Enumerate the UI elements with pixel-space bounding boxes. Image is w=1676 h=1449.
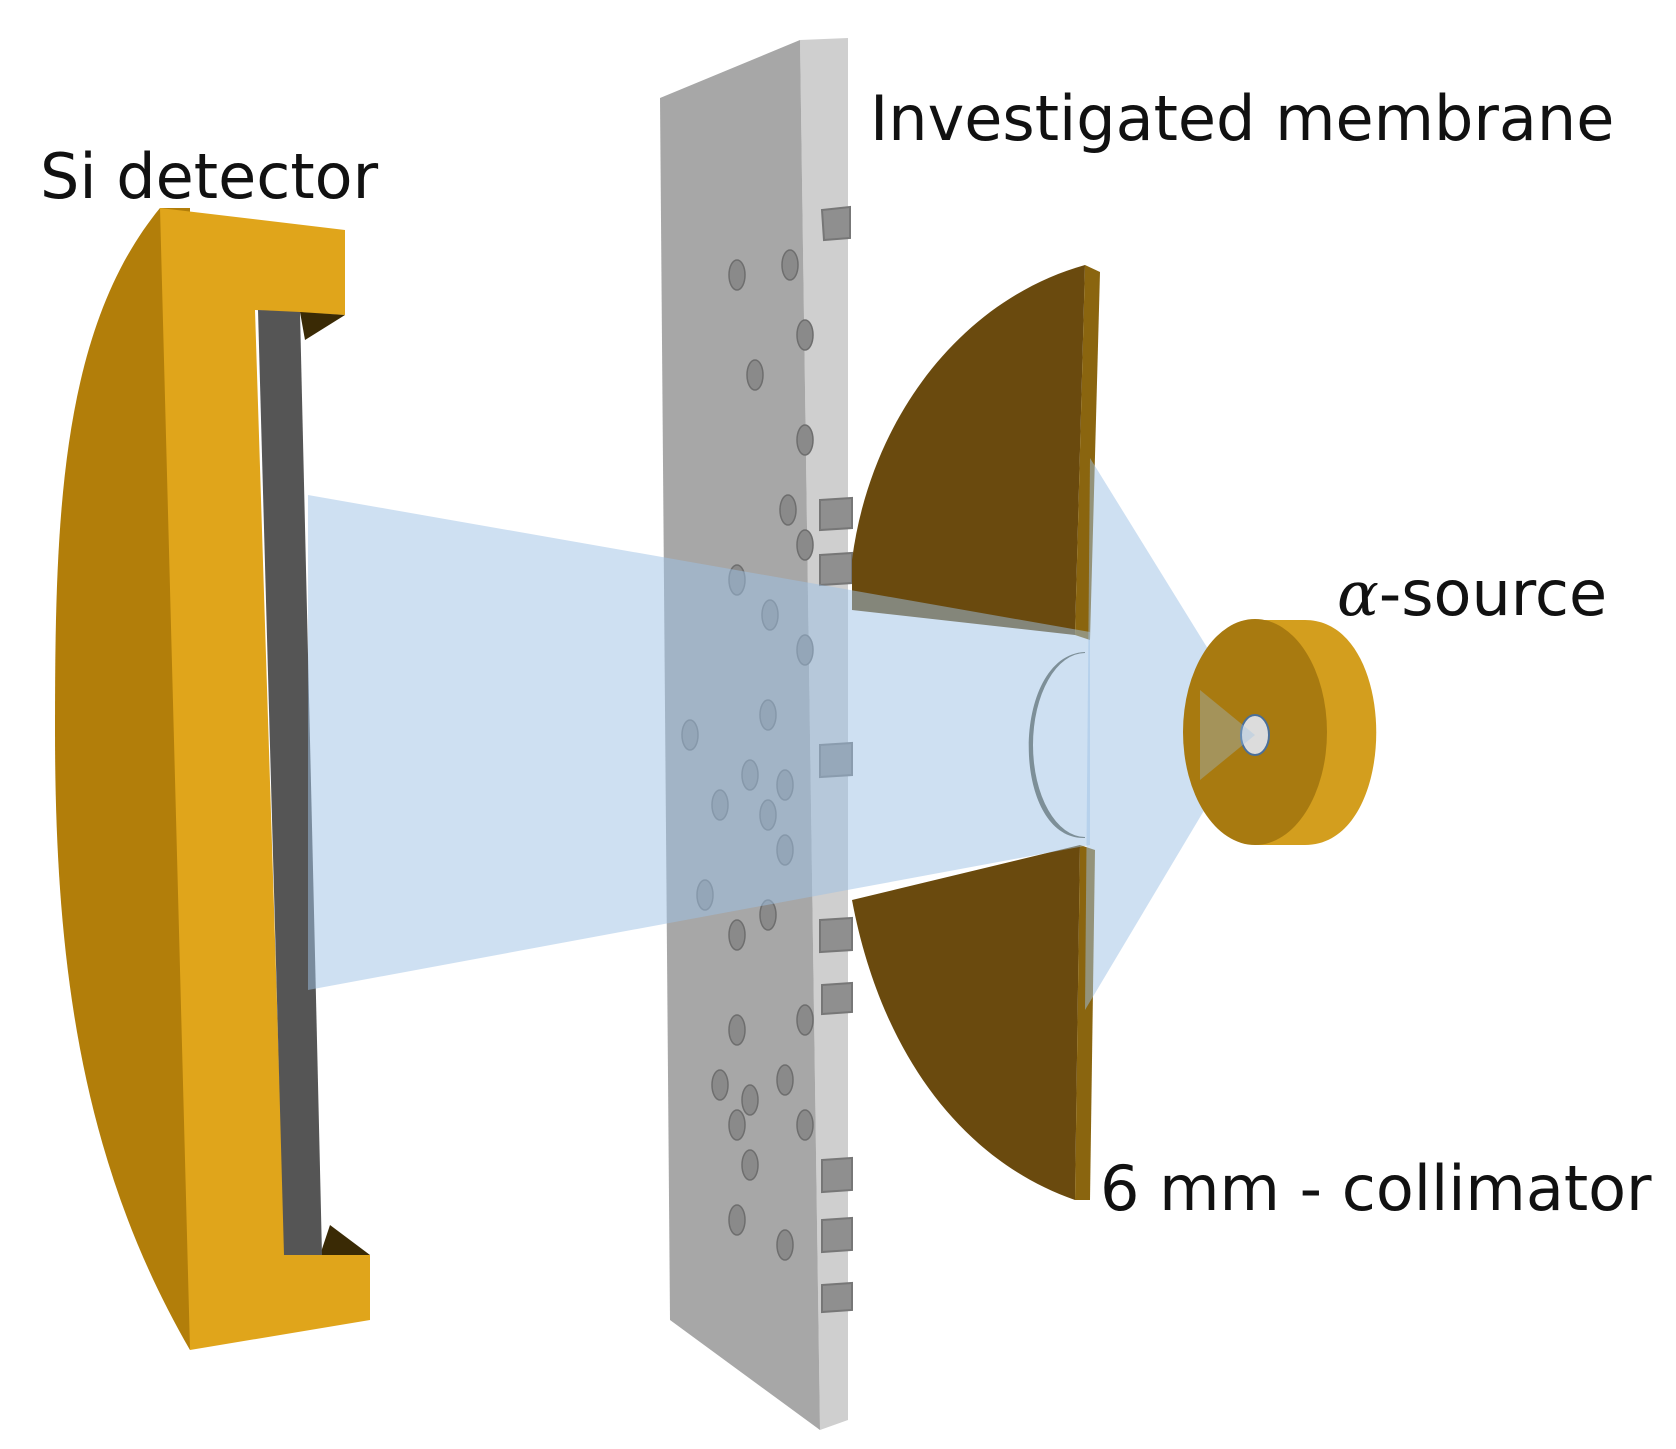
- membrane-notch: [819, 551, 853, 587]
- membrane-pore: [776, 1064, 794, 1096]
- si-detector: [55, 208, 370, 1350]
- membrane-pore: [796, 424, 814, 456]
- beam-cone-source: [1085, 458, 1255, 1010]
- collimator-label: 6 mm - collimator: [1100, 1152, 1652, 1225]
- membrane-pore: [741, 1084, 759, 1116]
- beam-cone-source-overlay: [1200, 690, 1255, 780]
- membrane-notch: [821, 1216, 853, 1254]
- membrane-pore: [781, 249, 799, 281]
- alpha-symbol: α: [1337, 557, 1379, 630]
- si-detector-curved-side: [55, 208, 190, 1350]
- si-detector-inner-bevel-top: [300, 312, 345, 340]
- alpha-source-active-spot: [1240, 714, 1270, 756]
- membrane-notch: [820, 205, 851, 242]
- membrane-pore: [796, 529, 814, 561]
- si-detector-sensitive-surface: [258, 310, 322, 1255]
- si-detector-inner-bevel-bottom: [320, 1225, 370, 1255]
- membrane-pore: [796, 319, 814, 351]
- collimator-upper-edge: [1075, 265, 1100, 640]
- membrane-pore: [711, 1069, 729, 1101]
- alpha-source-suffix: -source: [1379, 557, 1607, 630]
- membrane-pore: [796, 1109, 814, 1141]
- collimator-lower-half: [852, 845, 1080, 1200]
- membrane-label: Investigated membrane: [870, 82, 1614, 155]
- si-detector-label: Si detector: [40, 140, 379, 213]
- membrane-pore: [741, 1149, 759, 1181]
- membrane-notch: [821, 1156, 853, 1194]
- membrane-notch: [819, 496, 853, 532]
- alpha-source: [1183, 619, 1377, 845]
- membrane-pore: [728, 1204, 746, 1236]
- membrane-pore: [728, 919, 746, 951]
- beam-transmitted: [308, 495, 1090, 990]
- membrane-pore: [776, 1229, 794, 1261]
- membrane-pore: [728, 259, 746, 291]
- membrane-pore: [728, 1014, 746, 1046]
- collimator-upper-half: [852, 265, 1085, 635]
- membrane-pore: [796, 1004, 814, 1036]
- alpha-source-label: α-source: [1337, 557, 1607, 630]
- membrane-pore: [779, 494, 797, 526]
- si-detector-front-frame: [160, 208, 370, 1350]
- membrane-notch: [819, 916, 853, 954]
- membrane-notch: [821, 1281, 853, 1314]
- membrane-pore: [746, 359, 764, 391]
- membrane-notch: [821, 981, 853, 1016]
- membrane-pore: [728, 1109, 746, 1141]
